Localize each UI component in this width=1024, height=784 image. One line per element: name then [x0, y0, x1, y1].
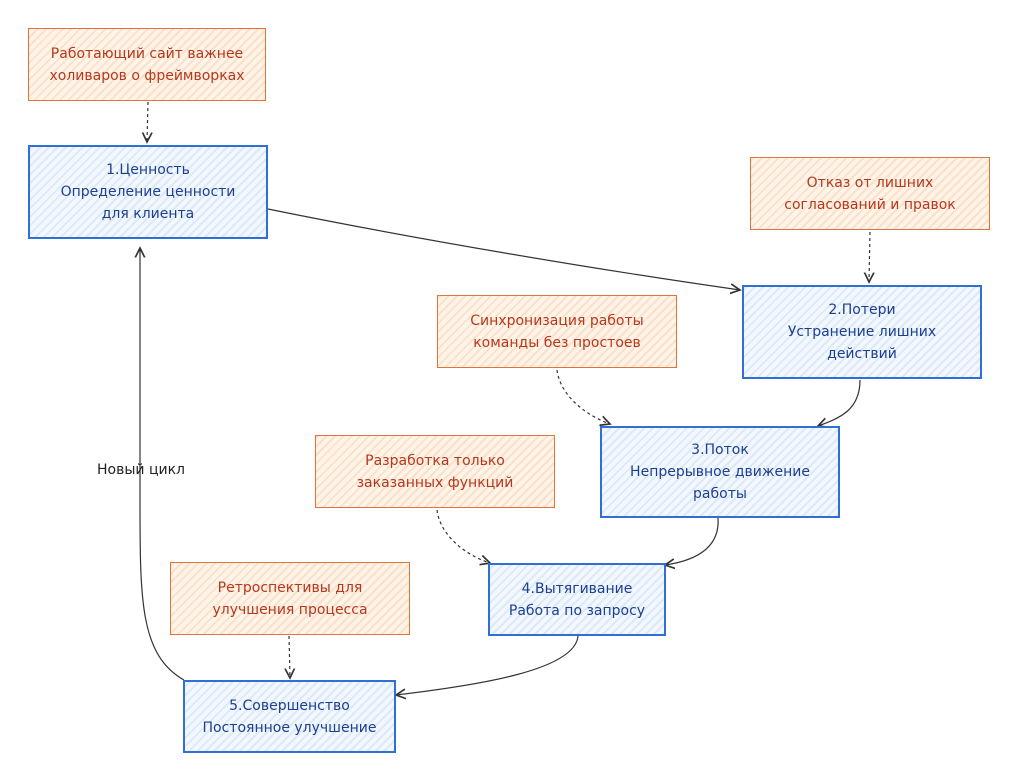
step-waste: 2.Потери Устранение лишних действий	[742, 285, 982, 379]
note-value-line1: Работающий сайт важнее	[50, 45, 244, 62]
edge-new-cycle	[140, 248, 185, 681]
step-pull: 4.Вытягивание Работа по запросу	[488, 563, 666, 636]
step-value-line1: Определение ценности	[60, 184, 236, 200]
edge-note-waste	[869, 231, 870, 282]
step-pull-title: 4.Вытягивание	[521, 580, 633, 597]
step-waste-line2: действий	[827, 346, 897, 362]
edge-note-value	[147, 101, 148, 142]
step-value: 1.Ценность Определение ценности для клие…	[28, 145, 268, 239]
edge-value-to-waste	[267, 208, 740, 290]
step-waste-line1: Устранение лишних	[787, 324, 937, 340]
note-waste: Отказ от лишних согласований и правок	[750, 157, 990, 230]
note-value-line2: холиваров о фреймворках	[49, 67, 245, 84]
step-perfect-title: 5.Совершенство	[229, 697, 350, 714]
step-pull-line1: Работа по запросу	[508, 602, 646, 619]
note-waste-line2: согласований и правок	[784, 196, 956, 213]
note-flow-line2: команды без простоев	[473, 334, 641, 351]
note-flow: Синхронизация работы команды без простое…	[437, 295, 677, 368]
step-value-line2: для клиента	[101, 206, 195, 222]
note-perfect: Ретроспективы для улучшения процесса	[170, 562, 410, 635]
step-flow-line1: Непрерывное движение	[630, 464, 810, 480]
step-flow-title: 3.Поток	[691, 442, 749, 458]
edge-note-perfect	[289, 635, 290, 678]
edge-waste-to-flow	[818, 379, 861, 426]
step-value-title: 1.Ценность	[106, 162, 190, 178]
step-flow-line2: работы	[693, 486, 747, 502]
edge-note-pull	[436, 509, 490, 563]
note-flow-line1: Синхронизация работы	[470, 312, 644, 329]
step-waste-title: 2.Потери	[828, 302, 896, 318]
note-perfect-line1: Ретроспективы для	[217, 579, 363, 596]
note-pull-line2: заказанных функций	[356, 474, 514, 491]
note-perfect-line2: улучшения процесса	[212, 601, 368, 618]
note-value: Работающий сайт важнее холиваров о фрейм…	[28, 28, 266, 101]
edge-note-flow	[556, 369, 610, 424]
step-perfect-line1: Постоянное улучшение	[202, 719, 377, 736]
note-pull: Разработка только заказанных функций	[315, 435, 555, 508]
step-flow: 3.Поток Непрерывное движение работы	[600, 426, 840, 518]
note-waste-line1: Отказ от лишних	[806, 174, 934, 191]
step-perfect: 5.Совершенство Постоянное улучшение	[183, 680, 396, 753]
edge-flow-to-pull	[665, 517, 719, 565]
note-pull-line1: Разработка только	[365, 452, 505, 469]
edge-pull-to-perfect	[396, 635, 579, 695]
new-cycle-label: Новый цикл	[97, 462, 185, 478]
